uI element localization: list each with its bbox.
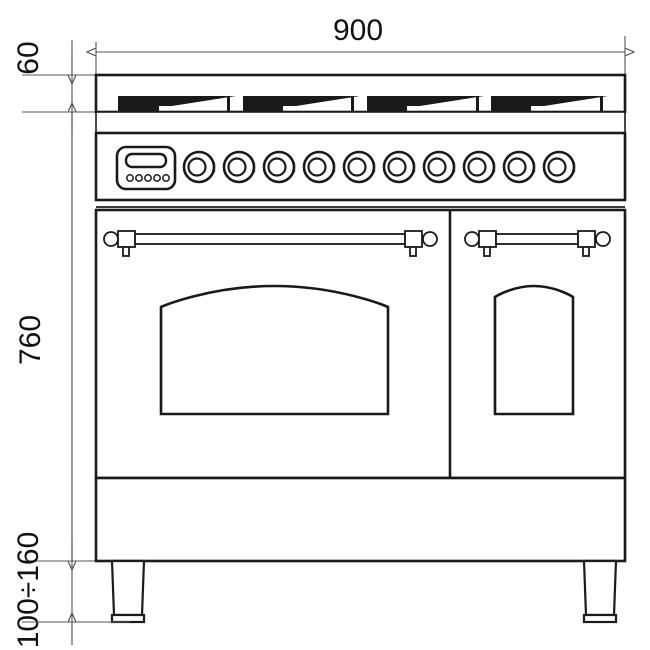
legs (110, 559, 618, 624)
cooktop-burner-grates (118, 96, 608, 112)
timer-button-3[interactable] (144, 174, 152, 182)
grate-separator-2 (351, 96, 354, 112)
grate-separator-3 (476, 96, 479, 112)
control-knob-3[interactable] (262, 150, 296, 184)
knob-inner-3 (267, 157, 287, 177)
secondary-oven-window (493, 284, 575, 416)
timer-display-screen (124, 152, 168, 169)
handle2-right-stem (582, 246, 590, 257)
knob-inner-1 (187, 157, 207, 177)
control-knob-8[interactable] (462, 150, 496, 184)
handle-left-bracket (117, 230, 136, 248)
cooktop-band (94, 73, 627, 114)
control-knob-5[interactable] (342, 150, 376, 184)
leg-right-foot (582, 613, 618, 624)
handle-left-cap (103, 231, 119, 247)
control-knob-1[interactable] (182, 150, 216, 184)
grate-separator-1 (227, 96, 230, 112)
timer-button-5[interactable] (162, 174, 170, 182)
main-oven-window (159, 284, 390, 416)
burner-grate-4 (491, 96, 608, 112)
handle-right-stem (409, 246, 417, 257)
leg-right (582, 559, 618, 624)
control-knobs[interactable] (182, 150, 576, 184)
main-oven-door-handle[interactable] (103, 230, 438, 257)
handle2-left-cap (464, 231, 480, 247)
control-knob-7[interactable] (422, 150, 456, 184)
knob-inner-7 (427, 157, 447, 177)
dim-label-cooktop-height: 60 (12, 41, 45, 74)
dim-label-body-height: 760 (14, 315, 47, 365)
timer-button-4[interactable] (153, 174, 161, 182)
control-knob-2[interactable] (222, 150, 256, 184)
leg-left-foot (110, 613, 146, 624)
leg-right-shaft (582, 559, 618, 617)
knob-inner-2 (227, 157, 247, 177)
burner-grate-1 (118, 96, 236, 112)
burner-grate-3 (367, 96, 484, 112)
control-knob-6[interactable] (382, 150, 416, 184)
knob-inner-6 (387, 157, 407, 177)
leg-left-shaft (110, 559, 146, 617)
handle-bar[interactable] (134, 233, 406, 245)
cooktop-lower-band (95, 111, 626, 134)
control-knob-9[interactable] (502, 150, 536, 184)
handle2-left-stem (483, 246, 491, 257)
burner-grate-2 (243, 96, 360, 112)
timer-button-2[interactable] (135, 174, 143, 182)
handle2-left-bracket (478, 230, 497, 248)
grate-separator-4 (600, 96, 603, 112)
knob-inner-9 (507, 157, 527, 177)
handle-right-cap (422, 231, 438, 247)
knob-inner-8 (467, 157, 487, 177)
control-knob-10[interactable] (542, 150, 576, 184)
handle-left-stem (122, 246, 130, 257)
plinth-panel (94, 476, 627, 563)
dim-label-leg-height: 100÷160 (12, 532, 45, 649)
dimension-annotations (22, 36, 625, 645)
dim-label-width: 900 (333, 14, 383, 47)
handle2-bar[interactable] (495, 233, 579, 245)
secondary-oven-door-handle[interactable] (464, 230, 611, 257)
handle2-right-cap (595, 231, 611, 247)
handle2-right-bracket (577, 230, 596, 248)
knob-inner-5 (347, 157, 367, 177)
timer-display-module[interactable] (115, 145, 177, 191)
timer-buttons[interactable] (126, 174, 170, 182)
leg-left (110, 559, 146, 624)
knob-inner-10 (547, 157, 567, 177)
timer-button-1[interactable] (126, 174, 134, 182)
knob-inner-4 (307, 157, 327, 177)
control-knob-4[interactable] (302, 150, 336, 184)
handle-right-bracket (404, 230, 423, 248)
